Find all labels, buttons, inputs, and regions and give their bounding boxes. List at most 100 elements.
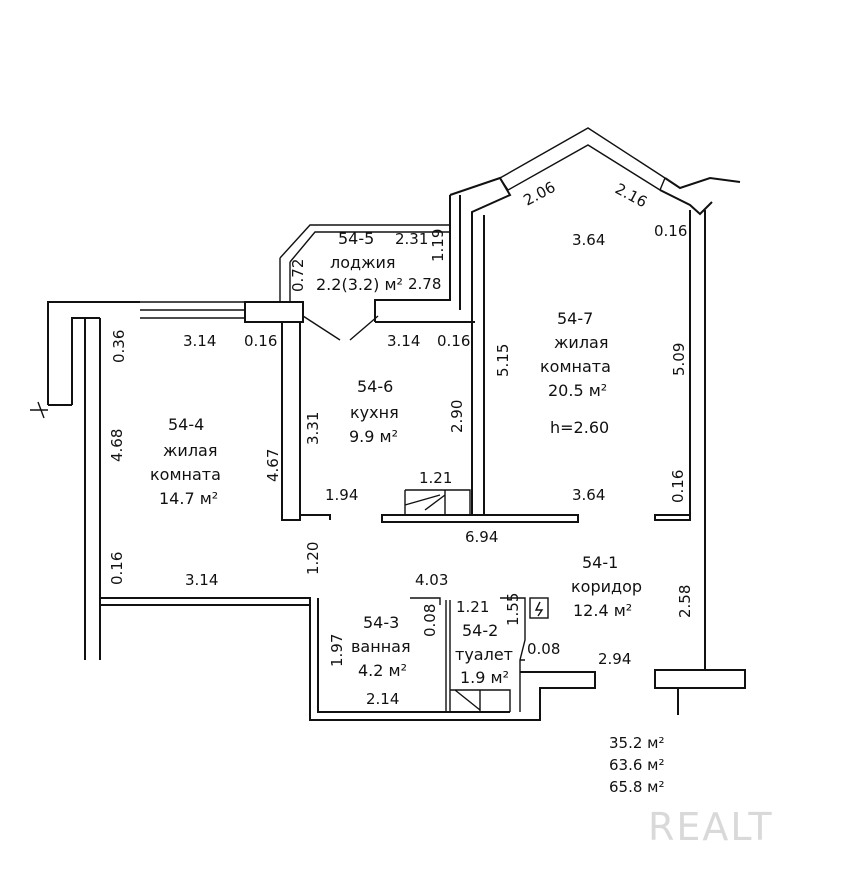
room-kitchen-name: кухня xyxy=(350,403,399,422)
electric-icon xyxy=(534,601,544,617)
kitchen-left-wall xyxy=(281,322,301,521)
dim-toilet-depth: 1.55 xyxy=(504,593,522,626)
dim-left-height: 4.68 xyxy=(108,429,126,462)
room-bathroom-name: ванная xyxy=(351,637,411,656)
total-area-with-loggia: 65.8 м² xyxy=(609,778,665,796)
room-loggia-name: лоджия xyxy=(330,253,396,272)
room-living-left-name2: комната xyxy=(150,465,221,484)
total-area: 63.6 м² xyxy=(609,756,665,774)
dim-left-corner: 0.36 xyxy=(110,330,128,363)
wall-break-mark xyxy=(30,401,48,419)
room-toilet: 54-2 туалет 1.9 м² xyxy=(455,621,513,687)
right-room-right-wall xyxy=(689,210,706,670)
dim-right-bottom-width: 3.64 xyxy=(572,486,605,504)
right-room-corner-right xyxy=(659,176,741,216)
room-corridor-name: коридор xyxy=(571,577,642,596)
dim-bath-wall: 0.08 xyxy=(421,604,439,637)
dim-loggia-top: 2.31 xyxy=(395,230,428,248)
room-living-right: 54-7 жилая комната 20.5 м² h=2.60 xyxy=(540,309,611,437)
room-bathroom-area: 4.2 м² xyxy=(358,661,407,680)
dim-bath-bottom: 2.14 xyxy=(366,690,399,708)
dim-right-right-height: 5.09 xyxy=(670,343,688,376)
dimension-labels: 2.31 1.19 0.72 2.78 2.06 2.16 3.64 0.16 … xyxy=(108,178,694,708)
room-corridor-area: 12.4 м² xyxy=(573,601,632,620)
dim-kitchen-top: 3.14 xyxy=(387,332,420,350)
right-room-left-wall xyxy=(471,215,485,516)
dim-right-corner: 0.16 xyxy=(654,222,687,240)
left-outer-wall xyxy=(47,301,140,406)
left-room-wall xyxy=(84,318,101,660)
room-living-right-area: 20.5 м² xyxy=(548,381,607,400)
toilet-right-wall xyxy=(500,597,526,712)
dim-loggia-left: 0.72 xyxy=(289,259,307,292)
dim-right-top-width: 3.64 xyxy=(572,231,605,249)
kitchen-left-stub xyxy=(300,514,331,520)
room-labels: 54-5 лоджия 2.2(3.2) м² 54-6 кухня 9.9 м… xyxy=(150,229,642,687)
stairs-block xyxy=(404,489,471,515)
room-kitchen: 54-6 кухня 9.9 м² xyxy=(349,377,399,446)
balcony-door xyxy=(302,315,379,341)
room-kitchen-number: 54-6 xyxy=(357,377,393,396)
dim-kitchen-pier: 0.16 xyxy=(437,332,470,350)
room-living-left-number: 54-4 xyxy=(168,415,204,434)
room-loggia: 54-5 лоджия 2.2(3.2) м² xyxy=(316,229,403,294)
dim-span: 6.94 xyxy=(465,528,498,546)
room-living-right-name2: комната xyxy=(540,357,611,376)
dim-toilet-wall: 0.08 xyxy=(527,640,560,658)
dim-kitchen-right: 2.90 xyxy=(448,400,466,433)
room-living-left-area: 14.7 м² xyxy=(159,489,218,508)
room-corridor-number: 54-1 xyxy=(582,553,618,572)
room-living-right-number: 54-7 xyxy=(557,309,593,328)
dim-toilet-width: 1.21 xyxy=(456,598,489,616)
room-kitchen-area: 9.9 м² xyxy=(349,427,398,446)
room-living-right-height: h=2.60 xyxy=(550,418,609,437)
dim-loggia-bottom: 2.78 xyxy=(408,275,441,293)
walls xyxy=(30,127,746,721)
left-lower-wall xyxy=(99,597,311,606)
dim-corridor-bottom: 2.94 xyxy=(598,650,631,668)
toilet-fixture xyxy=(450,689,511,712)
room-living-left-name1: жилая xyxy=(163,441,217,460)
dim-bay-right: 2.16 xyxy=(612,180,650,212)
room-living-left: 54-4 жилая комната 14.7 м² xyxy=(150,415,221,508)
loggia-right-wall xyxy=(374,195,461,322)
room-loggia-area: 2.2(3.2) м² xyxy=(316,275,403,294)
room-toilet-number: 54-2 xyxy=(462,621,498,640)
watermark: REALT xyxy=(648,805,774,849)
room-bathroom: 54-3 ванная 4.2 м² xyxy=(351,613,411,680)
left-window xyxy=(140,301,245,319)
total-living-area: 35.2 м² xyxy=(609,734,665,752)
dim-right-left-height: 5.15 xyxy=(494,344,512,377)
dim-kitchen-step: 1.21 xyxy=(419,469,452,487)
dim-right-pier: 0.16 xyxy=(669,470,687,503)
area-totals: 35.2 м² 63.6 м² 65.8 м² xyxy=(609,734,665,796)
dim-kitchen-left-b: 3.31 xyxy=(304,412,322,445)
dim-bay-left: 2.06 xyxy=(520,178,558,210)
dim-passage: 1.20 xyxy=(304,542,322,575)
dim-loggia-right: 1.19 xyxy=(429,229,447,262)
room-living-right-name1: жилая xyxy=(554,333,608,352)
bay-window xyxy=(499,127,666,191)
dim-left-width: 3.14 xyxy=(183,332,216,350)
dim-bath-top: 4.03 xyxy=(415,571,448,589)
dim-corridor-right: 2.58 xyxy=(676,585,694,618)
dim-left-low-width: 3.14 xyxy=(185,571,218,589)
dim-kitchen-bottom: 1.94 xyxy=(325,486,358,504)
dim-left-pier: 0.16 xyxy=(244,332,277,350)
loggia-outline xyxy=(279,224,450,302)
dim-bath-height: 1.97 xyxy=(328,634,346,667)
left-pier-block xyxy=(244,301,304,323)
electric-panel xyxy=(529,597,549,619)
dim-left-low-pier: 0.16 xyxy=(108,552,126,585)
room-toilet-name: туалет xyxy=(455,645,513,664)
right-pier xyxy=(654,514,691,521)
entrance-right-block xyxy=(654,669,746,715)
room-bathroom-number: 54-3 xyxy=(363,613,399,632)
right-room-corner-left xyxy=(449,176,512,230)
room-loggia-number: 54-5 xyxy=(338,229,374,248)
entrance-wall xyxy=(520,671,596,721)
dim-kitchen-left-a: 4.67 xyxy=(264,449,282,482)
bath-toilet-partition xyxy=(410,597,451,712)
room-toilet-area: 1.9 м² xyxy=(460,668,509,687)
kitchen-bottom-wall xyxy=(381,514,579,523)
